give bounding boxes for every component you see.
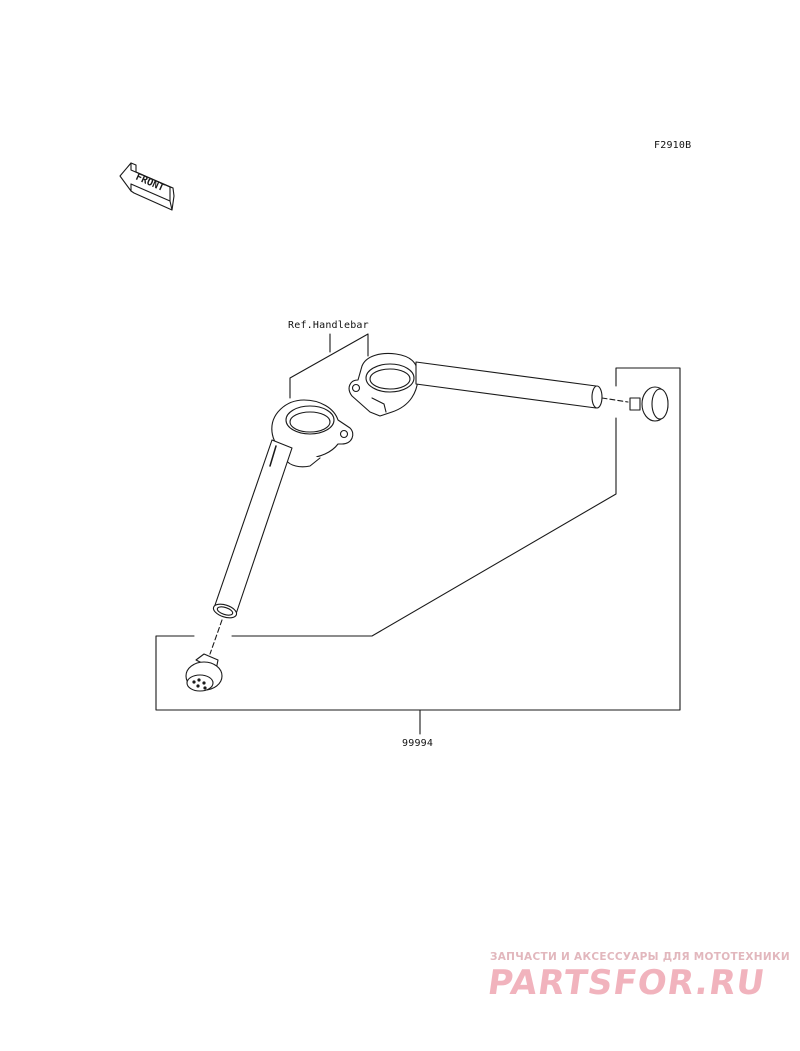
right-clamp — [348, 352, 419, 417]
left-bar-end-weight — [185, 619, 223, 692]
part-number-label[interactable]: 99994 — [402, 738, 434, 749]
reference-leader — [289, 333, 369, 399]
right-bar-end-weight — [601, 386, 669, 422]
watermark-tagline: ЗАПЧАСТИ И АКСЕССУАРЫ ДЛЯ МОТОТЕХНИКИ — [490, 951, 790, 963]
front-arrow-icon: FRONT — [119, 162, 175, 211]
figure-code: F2910B — [654, 140, 692, 151]
kit-bracket — [155, 367, 681, 735]
watermark-logo: PARTSFOR.RU — [485, 963, 768, 1003]
left-clamp — [271, 399, 354, 468]
right-handlebar-tube — [415, 361, 603, 409]
reference-label: Ref.Handlebar — [288, 320, 369, 331]
left-handlebar-tube — [212, 439, 293, 619]
